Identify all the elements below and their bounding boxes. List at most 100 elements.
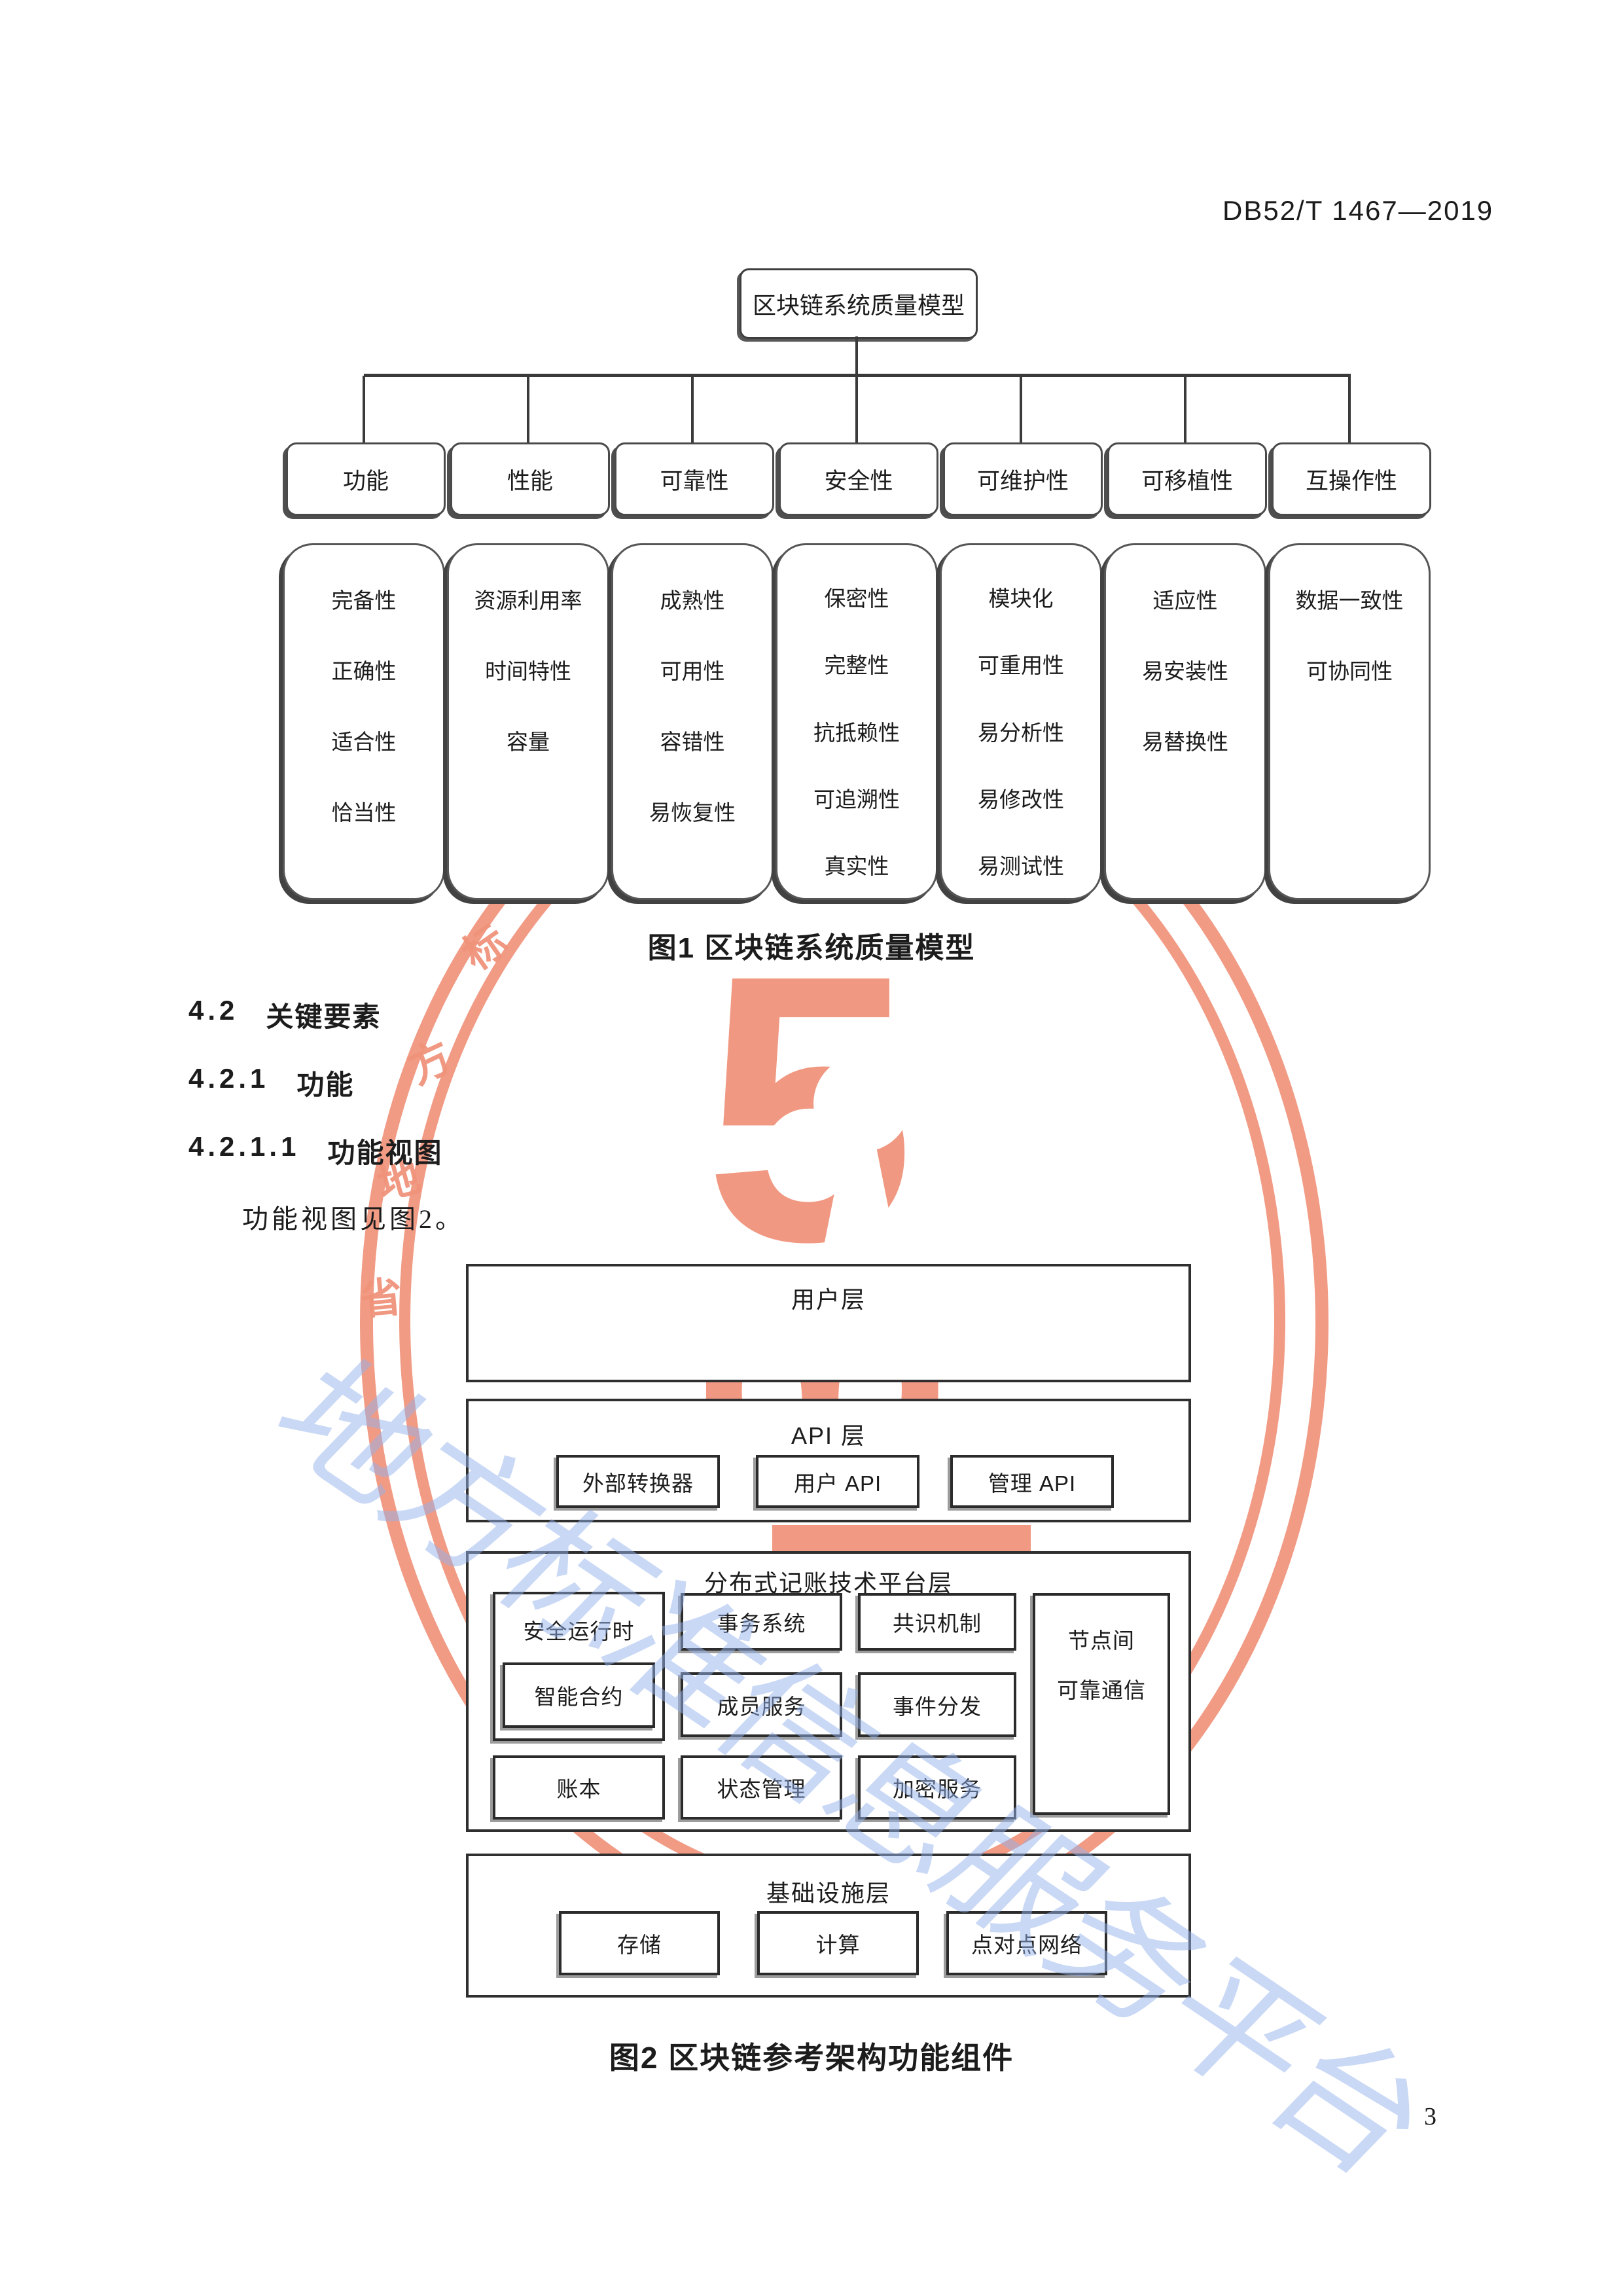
section-heading-4-2-1: 4.2.1 功能	[188, 1063, 354, 1103]
seal-keyhole-circle	[813, 1055, 910, 1152]
fig2-crypto-service-box: 加密服务	[858, 1755, 1016, 1820]
fig2-dlt-layer-label: 分布式记账技术平台层	[704, 1570, 953, 1596]
connector-line	[527, 376, 529, 444]
fig1-branch-label: 互操作性	[1305, 468, 1397, 494]
fig2-box-label: 管理 API	[988, 1471, 1077, 1496]
fig1-attributes-box: 数据一致性 可协同性	[1268, 543, 1431, 900]
fig1-attribute: 容错性	[660, 730, 725, 754]
fig2-box-label: 用户 API	[793, 1471, 882, 1496]
fig2-transaction-system-box: 事务系统	[681, 1593, 842, 1651]
fig1-attribute: 适合性	[331, 730, 397, 754]
fig1-attribute: 保密性	[824, 586, 889, 611]
standard-code-header: DB52/T 1467—2019	[1222, 195, 1494, 226]
fig1-branch-box: 可移植性	[1107, 442, 1267, 516]
fig1-attribute: 易修改性	[978, 787, 1064, 812]
fig1-attributes-box: 适应性 易安装性 易替换性	[1104, 543, 1266, 900]
fig1-branch-label: 安全性	[824, 468, 893, 494]
fig1-attribute: 易替换性	[1142, 730, 1228, 754]
fig1-attribute: 真实性	[824, 853, 889, 878]
fig1-attribute: 正确性	[331, 659, 397, 683]
fig2-box-label: 成员服务	[717, 1694, 806, 1719]
fig1-attributes-box: 保密性 完整性 抗抵赖性 可追溯性 真实性	[776, 543, 938, 900]
fig1-attribute: 资源利用率	[474, 588, 582, 613]
fig1-attribute: 易测试性	[978, 853, 1064, 878]
fig2-box-label: 事务系统	[717, 1611, 806, 1636]
fig1-attribute: 完整性	[824, 653, 889, 678]
fig2-infrastructure-layer-label: 基础设施层	[766, 1880, 891, 1907]
fig2-box-label: 节点间	[1068, 1628, 1135, 1653]
fig1-branch-label: 功能	[342, 468, 389, 494]
fig2-box-label: 智能合约	[534, 1685, 624, 1709]
fig2-user-api-box: 用户 API	[756, 1455, 919, 1508]
connector-line	[1184, 376, 1186, 444]
fig1-attribute: 时间特性	[485, 659, 571, 683]
fig1-attribute: 成熟性	[660, 588, 725, 613]
connector-line	[364, 374, 1351, 377]
fig1-attribute: 容量	[507, 730, 550, 754]
fig2-p2p-network-box: 点对点网络	[946, 1911, 1107, 1975]
fig2-storage-box: 存储	[559, 1911, 720, 1975]
section-number: 4.2.1.1	[188, 1131, 300, 1162]
fig1-attribute: 易恢复性	[649, 800, 736, 825]
section-title: 功能视图	[327, 1138, 443, 1168]
connector-line	[855, 336, 858, 376]
fig1-branch-box: 安全性	[779, 442, 938, 516]
fig1-attributes-box: 成熟性 可用性 容错性 易恢复性	[611, 543, 774, 900]
fig2-box-label: 可靠通信	[1057, 1678, 1146, 1702]
section-number: 4.2	[188, 995, 239, 1026]
page-number: 3	[1424, 2103, 1436, 2130]
connector-line	[1020, 376, 1022, 444]
section-title: 功能	[296, 1069, 355, 1100]
fig1-branch-box: 可靠性	[615, 442, 774, 516]
seal-ring-char: 省	[358, 1273, 404, 1324]
fig2-external-converter-box: 外部转换器	[556, 1455, 720, 1508]
section-heading-4-2-1-1: 4.2.1.1 功能视图	[188, 1131, 442, 1171]
fig1-attribute: 抗抵赖性	[813, 720, 900, 745]
fig1-attributes-box: 资源利用率 时间特性 容量	[447, 543, 609, 900]
fig2-state-management-box: 状态管理	[681, 1755, 842, 1820]
fig1-attribute: 可用性	[660, 659, 725, 683]
fig1-branch-box: 性能	[450, 442, 610, 516]
fig1-attribute: 完备性	[331, 588, 397, 613]
fig2-box-label: 账本	[556, 1777, 601, 1801]
seal-ring-char: 方	[401, 1032, 459, 1093]
fig1-branch-box: 互操作性	[1272, 442, 1431, 516]
fig2-event-dispatch-box: 事件分发	[858, 1672, 1016, 1737]
fig2-box-label: 外部转换器	[582, 1471, 694, 1496]
fig1-attributes-box: 模块化 可重用性 易分析性 易修改性 易测试性	[940, 543, 1102, 900]
fig2-node-communication-box: 节点间 可靠通信	[1033, 1593, 1170, 1815]
fig2-box-label: 安全运行时	[523, 1619, 635, 1643]
fig1-attribute: 数据一致性	[1295, 588, 1404, 613]
fig2-user-layer: 用户层	[466, 1264, 1191, 1382]
fig2-smart-contract-box: 智能合约	[503, 1662, 655, 1728]
fig2-membership-box: 成员服务	[681, 1672, 842, 1737]
fig1-root-label: 区块链系统质量模型	[752, 292, 965, 319]
fig1-branch-label: 性能	[507, 468, 553, 494]
fig2-box-label: 共识机制	[893, 1611, 982, 1636]
fig1-attribute: 易安装性	[1142, 659, 1228, 683]
fig2-box-label: 加密服务	[893, 1777, 982, 1801]
connector-line	[1348, 376, 1351, 444]
fig1-branch-label: 可移植性	[1141, 468, 1233, 494]
seal-digit-5: 5	[704, 896, 916, 1320]
fig1-caption: 图1 区块链系统质量模型	[647, 932, 976, 964]
fig1-branch-box: 可维护性	[943, 442, 1103, 516]
fig2-api-layer-label: API 层	[791, 1422, 866, 1449]
fig1-attribute: 可重用性	[978, 653, 1064, 678]
body-paragraph: 功能视图见图2。	[242, 1204, 465, 1234]
fig1-attribute: 适应性	[1152, 588, 1218, 613]
fig1-attributes-box: 完备性 正确性 适合性 恰当性	[283, 543, 445, 900]
fig1-branch-box: 功能	[286, 442, 446, 516]
fig1-attribute: 可追溯性	[813, 787, 900, 812]
fig1-attribute: 易分析性	[978, 720, 1064, 745]
fig2-box-label: 计算	[815, 1933, 861, 1957]
fig1-branch-label: 可靠性	[660, 468, 729, 494]
connector-line	[691, 376, 694, 444]
fig1-attribute: 可协同性	[1306, 659, 1393, 683]
fig2-ledger-box: 账本	[493, 1755, 665, 1820]
fig2-box-label: 事件分发	[893, 1694, 982, 1719]
fig2-compute-box: 计算	[757, 1911, 919, 1975]
fig2-consensus-box: 共识机制	[858, 1593, 1016, 1651]
fig1-branch-label: 可维护性	[976, 468, 1069, 494]
